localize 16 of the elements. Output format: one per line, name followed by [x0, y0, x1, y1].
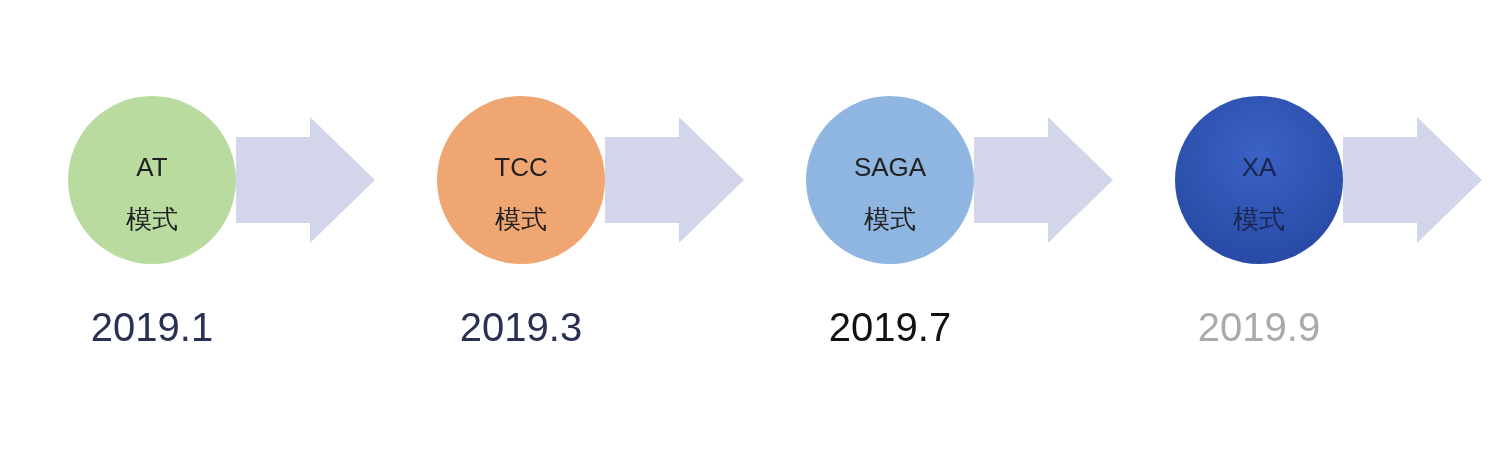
mode-label: 模式	[863, 204, 917, 234]
mode-label: 模式	[1232, 204, 1286, 234]
date-label: 2019.3	[458, 304, 584, 350]
date-label: 2019.1	[89, 304, 215, 350]
block-arrow	[1343, 117, 1482, 243]
block-arrow	[974, 117, 1113, 243]
mode-label: 模式	[125, 204, 179, 234]
mode-name: SAGA	[852, 152, 928, 182]
block-arrow	[605, 117, 744, 243]
mode-name: XA	[1240, 152, 1278, 182]
mode-name: AT	[135, 152, 169, 182]
date-label: 2019.9	[1196, 304, 1322, 350]
block-arrow	[236, 117, 375, 243]
date-label: 2019.7	[827, 304, 953, 350]
mode-label: 模式	[494, 204, 548, 234]
mode-name: TCC	[493, 152, 549, 182]
